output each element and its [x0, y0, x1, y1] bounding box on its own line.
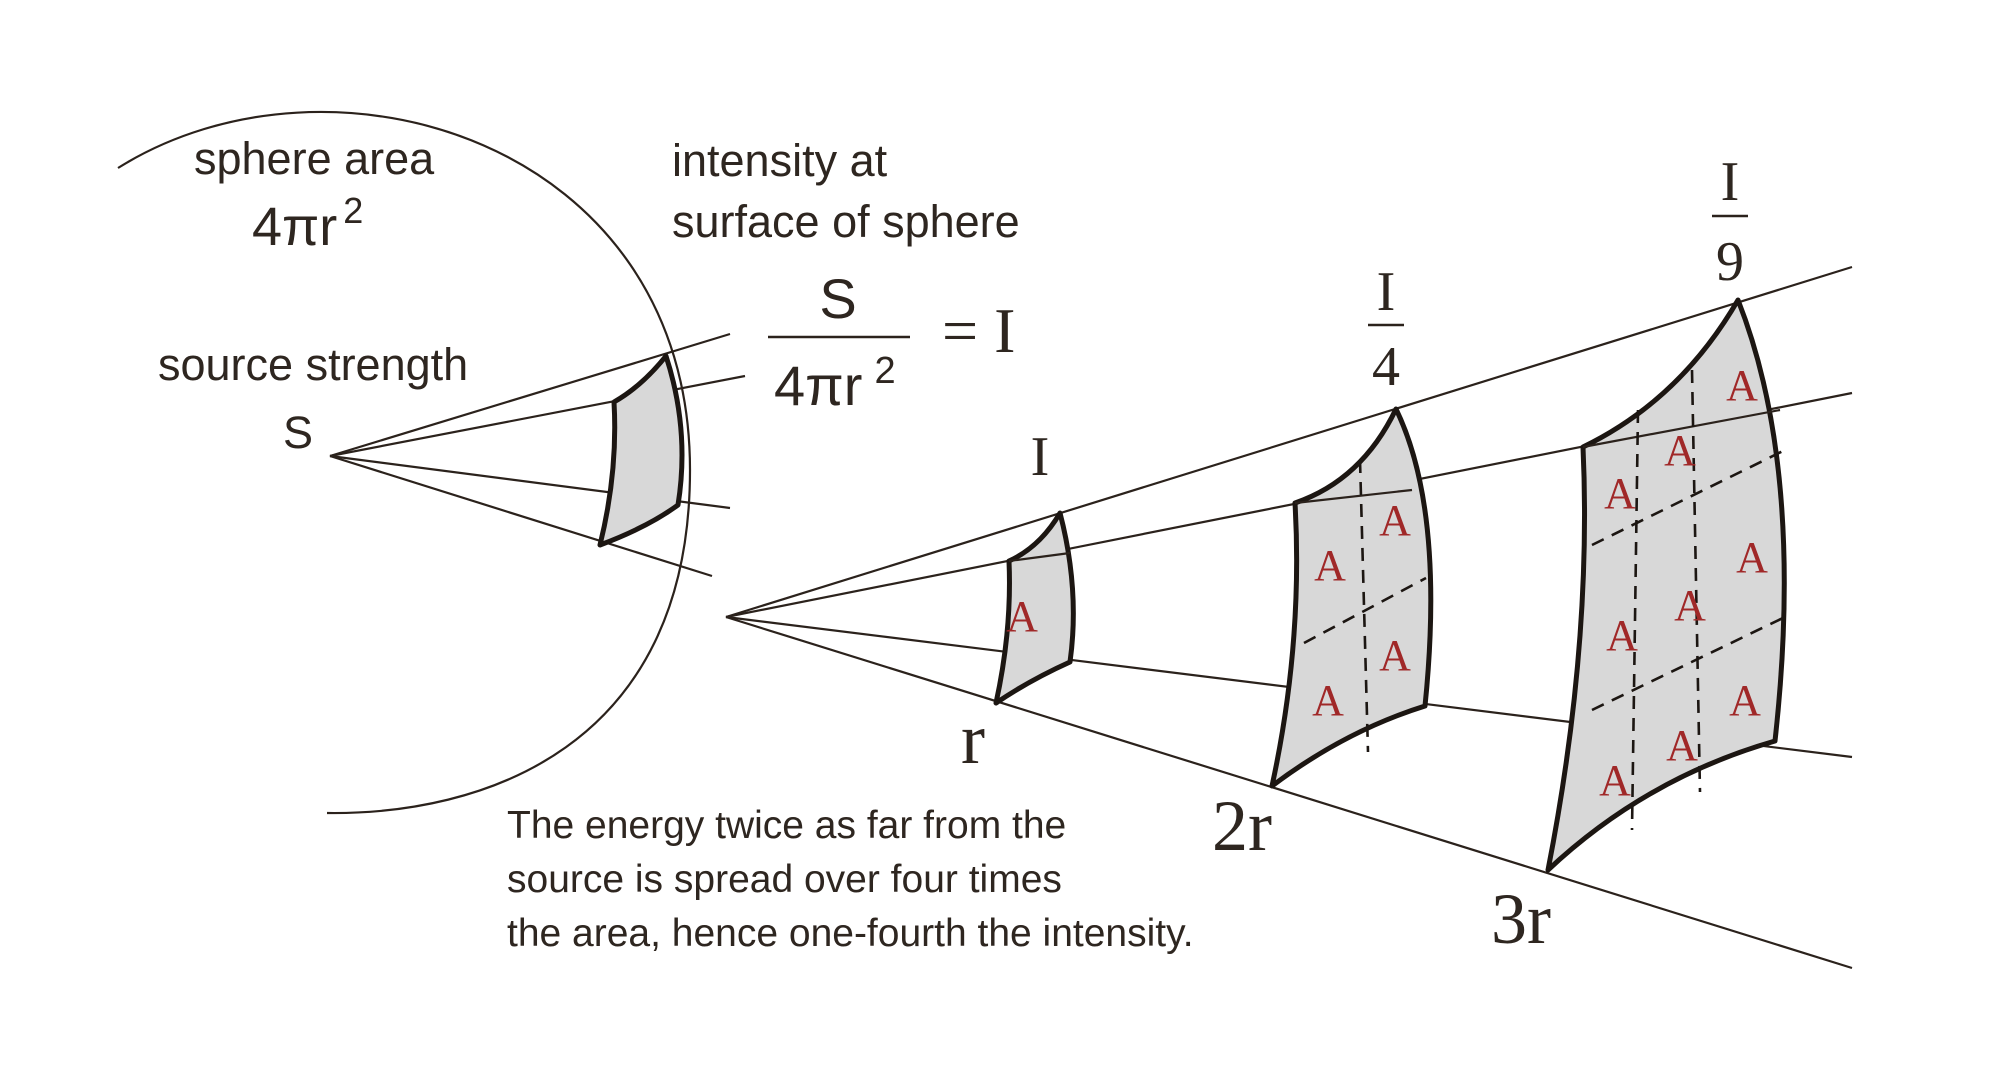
intensity-label-line1: intensity at [672, 135, 888, 186]
source-symbol: S [283, 407, 313, 458]
area-label: A [1379, 631, 1411, 680]
fraction-numerator: I [1377, 261, 1396, 323]
intensity-3r-fraction: I 9 [1712, 151, 1748, 293]
area-label: A [1006, 592, 1038, 641]
area-label: A [1379, 496, 1411, 545]
area-label: A [1666, 721, 1698, 770]
distance-2r-label: 2r [1212, 786, 1272, 866]
caption-line1: The energy twice as far from the [507, 804, 1066, 847]
sphere-arc [117, 110, 692, 815]
fraction-denominator: 4 [1372, 336, 1400, 398]
patch-2r [1269, 406, 1434, 789]
area-label: A [1674, 581, 1706, 630]
intensity-2r-fraction: I 4 [1368, 261, 1404, 398]
fraction-numerator: I [1721, 151, 1740, 213]
fraction-denominator: 9 [1716, 231, 1744, 293]
patch-3r-grid [1591, 369, 1786, 831]
sphere-area-label: sphere area [194, 133, 435, 184]
area-labels: A A A A A A A A A A A A A A [1006, 361, 1768, 805]
area-label: A [1606, 611, 1638, 660]
formula-numerator: S [819, 267, 856, 330]
caption-line2: source is spread over four times [507, 858, 1062, 901]
caption-line3: the area, hence one-fourth the intensity… [507, 912, 1194, 955]
caption: The energy twice as far from the source … [507, 804, 1194, 955]
area-label: A [1736, 533, 1768, 582]
patch-2r-grid [1303, 459, 1427, 753]
distance-r-label: r [961, 699, 985, 779]
area-label: A [1312, 676, 1344, 725]
sphere-surface-patch [597, 353, 685, 548]
area-label: A [1664, 426, 1696, 475]
area-label: A [1729, 676, 1761, 725]
area-label: A [1599, 756, 1631, 805]
source-strength-label: source strength [158, 339, 468, 390]
intensity-r-label: I [1031, 426, 1050, 488]
area-label: A [1604, 469, 1636, 518]
intensity-label-line2: surface of sphere [672, 196, 1020, 247]
formula-equals: = I [942, 295, 1015, 366]
area-label: A [1314, 541, 1346, 590]
distance-3r-label: 3r [1491, 879, 1551, 959]
area-label: A [1726, 361, 1758, 410]
